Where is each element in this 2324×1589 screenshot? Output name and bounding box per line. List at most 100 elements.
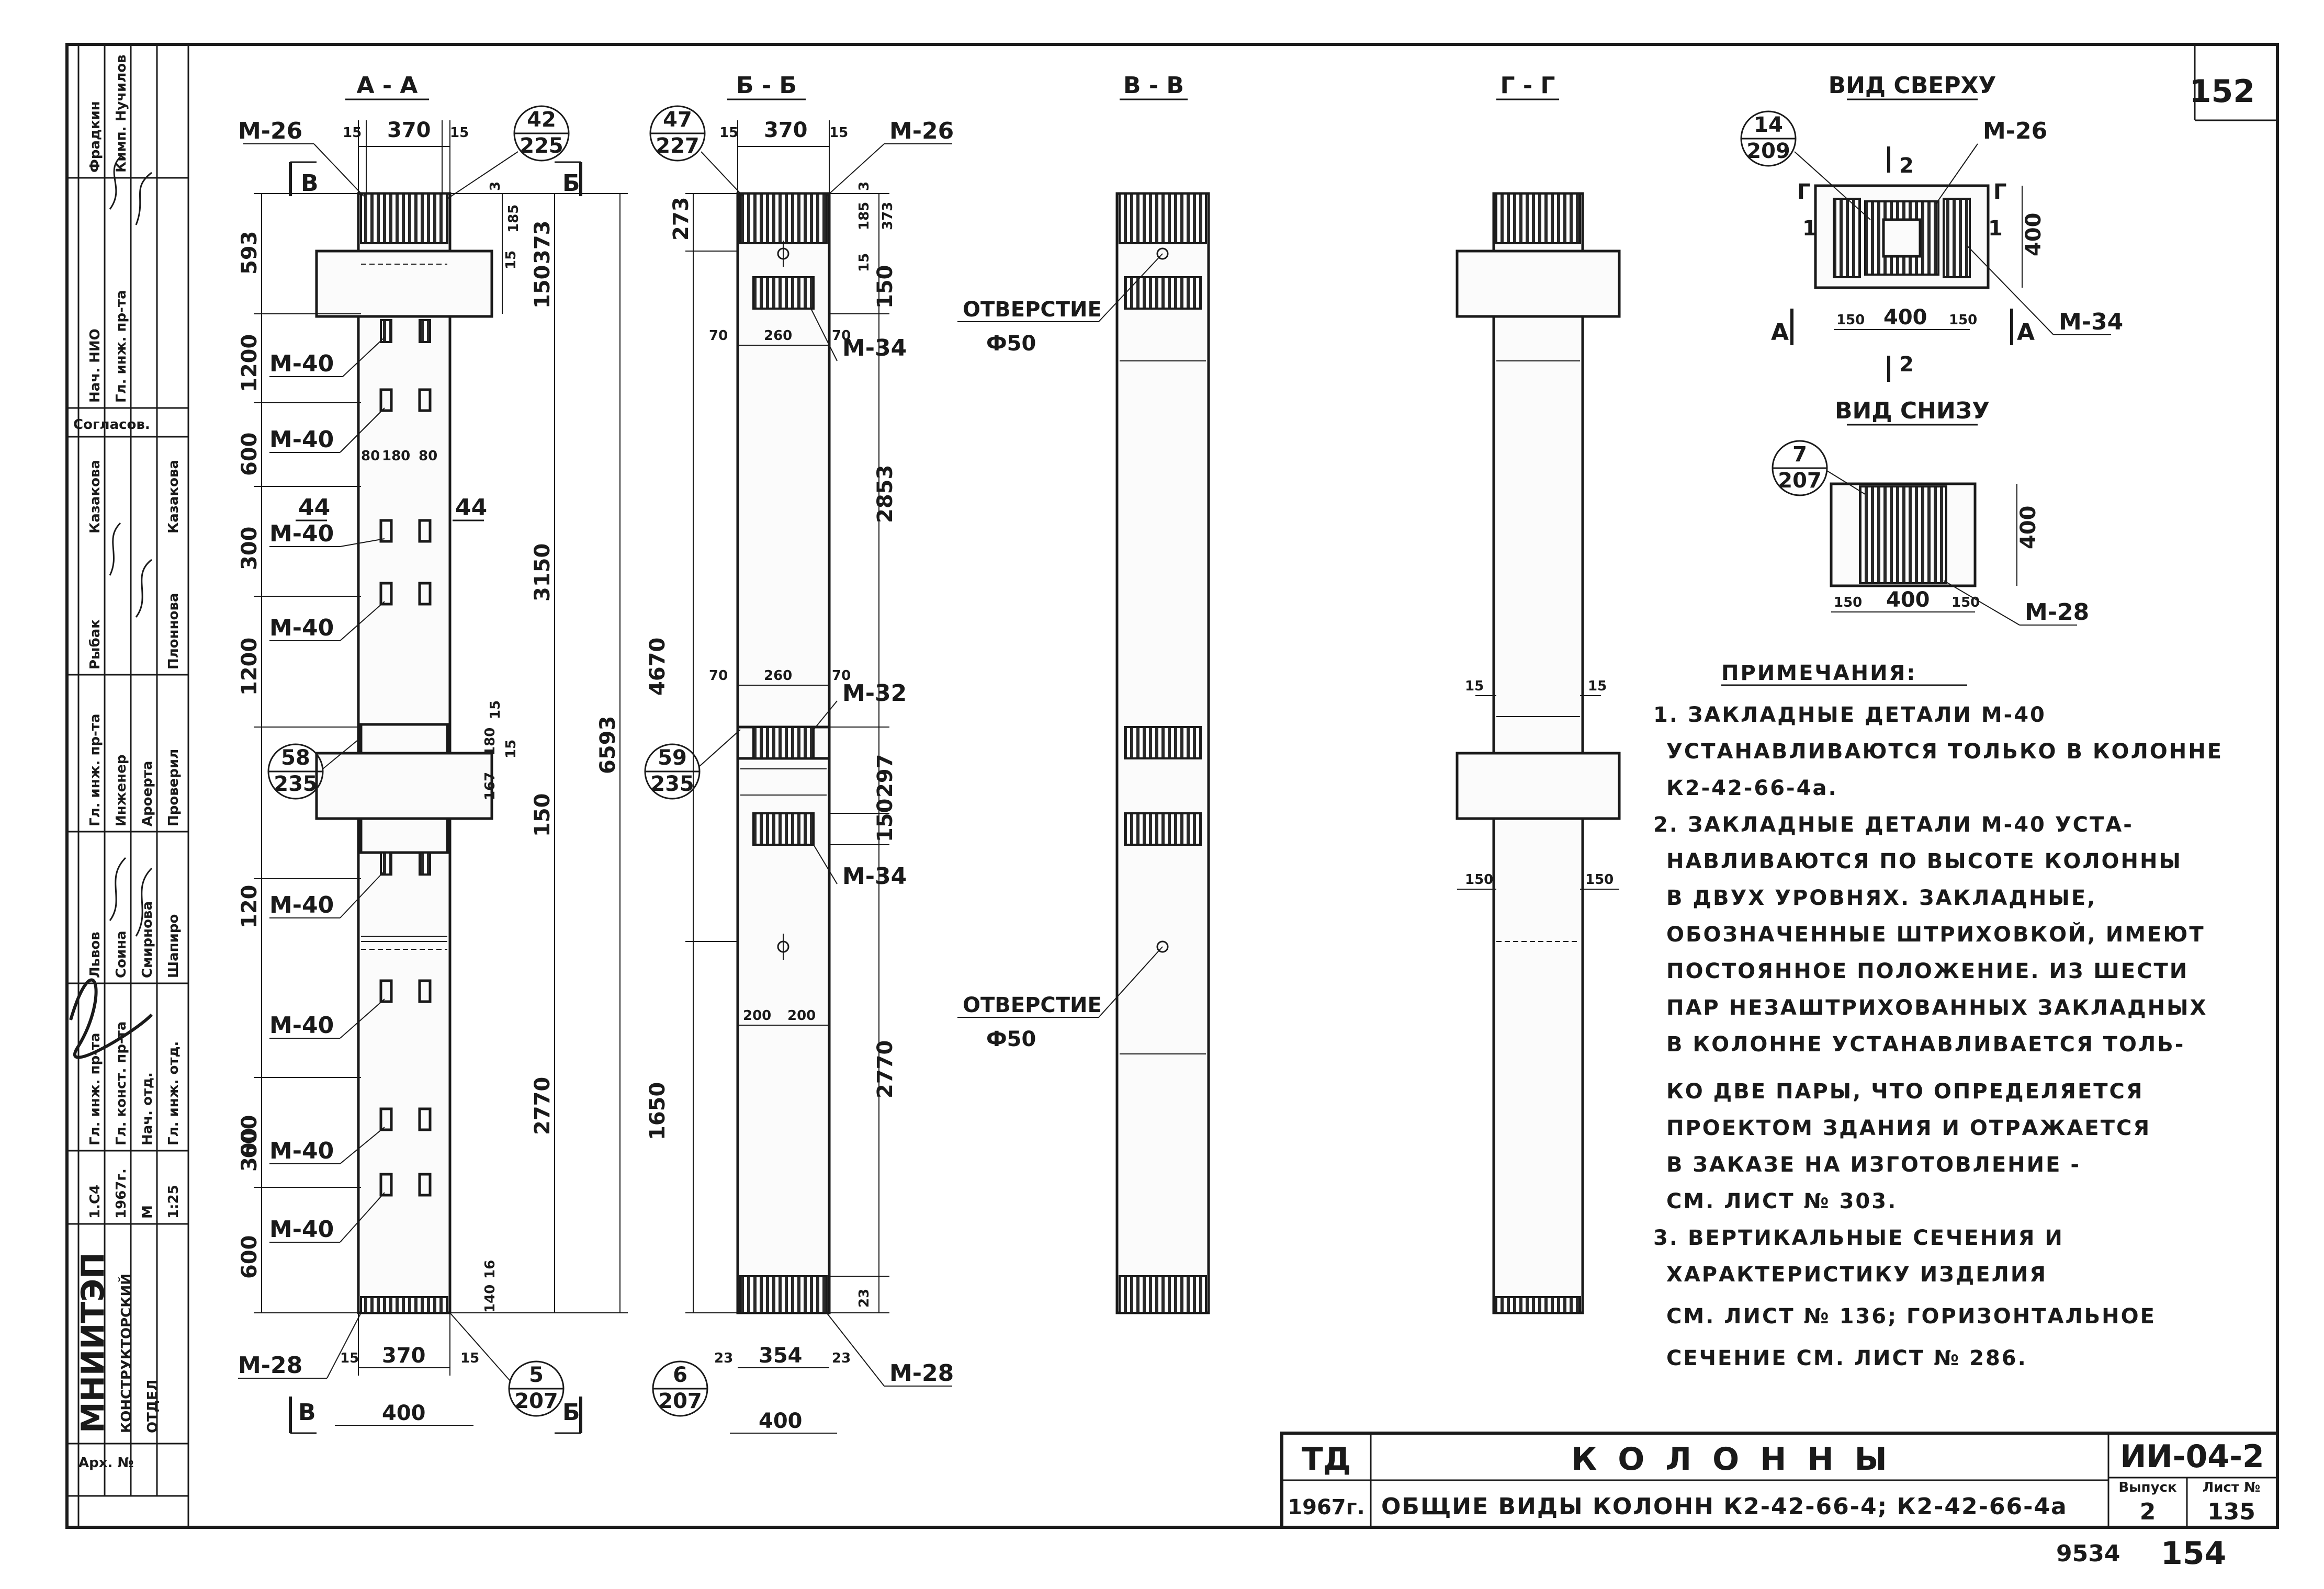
svg-text:3: 3 — [488, 181, 503, 191]
stamp-scale: 1:25 — [166, 1185, 182, 1219]
svg-text:140: 140 — [482, 1285, 498, 1313]
svg-text:600: 600 — [238, 433, 262, 476]
stamp-org: МНИИТЭП — [75, 1252, 111, 1433]
column-a-head-m26 — [360, 192, 448, 244]
svg-text:593: 593 — [238, 231, 262, 275]
signature-mark — [69, 978, 153, 1059]
svg-text:354: 354 — [759, 1344, 803, 1368]
svg-text:15: 15 — [488, 700, 503, 719]
label-a-sec44-right: 44 — [455, 494, 487, 521]
stamp-series: 1.С4 — [87, 1185, 103, 1219]
svg-text:2: 2 — [1899, 154, 1914, 178]
svg-text:59: 59 — [658, 746, 687, 770]
svg-text:2770: 2770 — [531, 1077, 555, 1135]
svg-text:200: 200 — [743, 1008, 771, 1024]
column-g-console-mid — [1456, 752, 1621, 820]
svg-text:260: 260 — [764, 328, 792, 344]
svg-text:47: 47 — [663, 108, 692, 132]
svg-text:6: 6 — [673, 1363, 687, 1387]
title-view-top: ВИД СВЕРХУ — [1829, 72, 1996, 99]
svg-text:150: 150 — [1465, 872, 1493, 888]
svg-text:1200: 1200 — [238, 638, 262, 696]
svg-text:207: 207 — [1778, 469, 1822, 493]
note-line: 2. ЗАКЛАДНЫЕ ДЕТАЛИ М-40 УСТА- — [1653, 813, 2134, 837]
embed-a-4 — [379, 582, 393, 606]
svg-text:14: 14 — [1754, 113, 1783, 137]
svg-text:120: 120 — [238, 885, 262, 929]
column-b-m34-top — [752, 276, 815, 310]
stamp-dept-1: КОНСТРУКТОРСКИЙ — [118, 1274, 134, 1433]
svg-text:180: 180 — [382, 448, 410, 464]
svg-text:23: 23 — [856, 1289, 872, 1308]
note-line: КО ДВЕ ПАРЫ, ЧТО ОПРЕДЕЛЯЕТСЯ — [1666, 1080, 2144, 1104]
title-issue: 2 — [2140, 1499, 2156, 1525]
svg-text:260: 260 — [764, 668, 792, 684]
svg-text:600: 600 — [238, 1115, 262, 1159]
svg-text:23: 23 — [832, 1350, 851, 1366]
svg-text:15: 15 — [719, 125, 738, 141]
stamp-row-4-name: Казакова — [166, 460, 182, 534]
section-v-v: В - В ОТВЕРСТИЕ Ф50 ОТВЕРСТИЕ Ф50 — [957, 72, 1210, 1314]
title-view-bottom: ВИД СНИЗУ — [1835, 398, 1990, 424]
stamp-row-7-pos: Ароерта — [140, 761, 155, 826]
title-sheet: 135 — [2207, 1499, 2255, 1525]
label-a-m28: М-28 — [238, 1352, 302, 1379]
bottom-view-m28 — [1859, 485, 1947, 584]
note-line: ПАР НЕЗАШТРИХОВАННЫХ ЗАКЛАДНЫХ — [1666, 996, 2207, 1020]
title-td: ТД — [1302, 1441, 1351, 1478]
title-v-v: В - В — [1123, 72, 1184, 99]
svg-text:150: 150 — [1836, 312, 1865, 328]
svg-text:400: 400 — [2016, 506, 2040, 550]
svg-text:15: 15 — [503, 740, 519, 758]
note-line: УСТАНАВЛИВАЮТСЯ ТОЛЬКО В КОЛОННЕ — [1666, 740, 2223, 764]
svg-text:300: 300 — [238, 527, 262, 571]
svg-text:370: 370 — [382, 1344, 426, 1368]
svg-text:15: 15 — [450, 125, 469, 141]
notes-title: ПРИМЕЧАНИЯ: — [1721, 661, 1916, 685]
stamp-dept-2: ОТДЕЛ — [145, 1380, 161, 1433]
note-line: ОБОЗНАЧЕННЫЕ ШТРИХОВКОЙ, ИМЕЮТ — [1666, 922, 2205, 947]
svg-text:70: 70 — [709, 668, 728, 684]
footer-left: 9534 — [2056, 1540, 2120, 1567]
label-bottom-m28: М-28 — [2025, 599, 2089, 626]
svg-text:5: 5 — [529, 1363, 544, 1387]
section-mark-v: В — [301, 170, 319, 197]
column-v-head — [1119, 192, 1207, 244]
note-line: СМ. ЛИСТ № 136; ГОРИЗОНТАЛЬНОЕ — [1666, 1304, 2156, 1329]
svg-text:150: 150 — [873, 265, 897, 309]
column-g-base — [1495, 1296, 1581, 1314]
note-line: 3. ВЕРТИКАЛЬНЫЕ СЕЧЕНИЯ И — [1653, 1226, 2064, 1250]
section-g-g: Г - Г 15 15 150 150 — [1456, 72, 1621, 1314]
title-a-a: А - А — [356, 72, 418, 99]
column-v-base — [1119, 1275, 1207, 1314]
svg-text:400: 400 — [759, 1409, 803, 1433]
svg-text:23: 23 — [714, 1350, 733, 1366]
svg-text:273: 273 — [669, 197, 693, 241]
sheet-number: 152 — [2190, 73, 2255, 110]
svg-text:150: 150 — [1949, 312, 1977, 328]
stamp-year: 1967г. — [114, 1168, 129, 1219]
svg-text:373: 373 — [531, 221, 555, 265]
svg-text:400: 400 — [382, 1401, 426, 1425]
column-a-console-top — [315, 249, 493, 318]
svg-text:1650: 1650 — [646, 1082, 670, 1140]
svg-text:185: 185 — [506, 205, 522, 233]
svg-text:150: 150 — [1585, 872, 1614, 888]
svg-text:400: 400 — [1883, 305, 1927, 330]
note-line: СЕЧЕНИЕ СМ. ЛИСТ № 286. — [1666, 1346, 2027, 1370]
svg-text:225: 225 — [520, 134, 563, 158]
label-b-m26: М-26 — [889, 118, 954, 144]
section-b-b: Б - Б 47 227 59 235 6 207 М-26 М-34 — [644, 72, 954, 1434]
title-code: ИИ-04-2 — [2120, 1438, 2264, 1475]
label-v-phi-1: Ф50 — [986, 332, 1036, 356]
svg-text:А: А — [2017, 319, 2035, 346]
title-issue-label: Выпуск — [2118, 1480, 2177, 1495]
note-line: В ЗАКАЗЕ НА ИЗГОТОВЛЕНИЕ - — [1666, 1153, 2081, 1177]
label-a-m40-2: М-40 — [269, 426, 334, 453]
svg-text:167: 167 — [482, 772, 498, 800]
svg-text:Б: Б — [562, 1399, 580, 1426]
stamp-row-6-pos: Гл. инж. пр-та — [87, 713, 103, 826]
stamp-row-11-pos: Нач. отд. — [140, 1072, 155, 1145]
embed-a-1 — [380, 319, 392, 343]
